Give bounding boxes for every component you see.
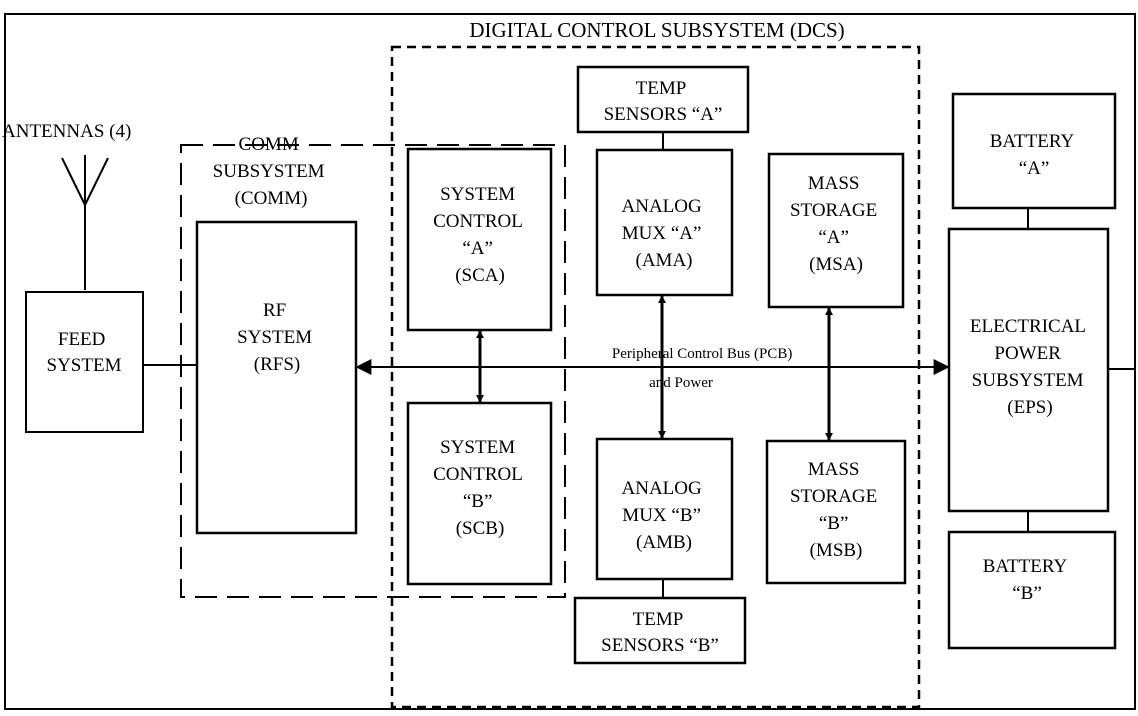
system-control-b-box	[406, 401, 553, 586]
mass-storage-b-label: MASS STORAGE “B” (MSB)	[790, 459, 882, 561]
rf-system-label: RF SYSTEM (RFS)	[237, 300, 317, 375]
battery-a-label: BATTERY “A”	[990, 131, 1079, 179]
dcs-title: DIGITAL CONTROL SUBSYSTEM (DCS)	[469, 18, 844, 42]
analog-mux-a-box	[595, 148, 734, 297]
temp-sensors-b-box	[573, 596, 747, 665]
rf-system-box	[195, 220, 358, 535]
system-control-a-box	[406, 147, 553, 332]
outer-frame	[4, 13, 1136, 710]
mass-storage-a-box	[767, 152, 905, 309]
antennas-label: ANTENNAS (4)	[2, 121, 131, 142]
temp-sensors-a-label: TEMP SENSORS “A”	[604, 78, 723, 125]
eps-box	[947, 227, 1110, 513]
system-control-b-label: SYSTEM CONTROL “B” (SCB)	[433, 437, 527, 539]
mass-storage-a-label: MASS STORAGE “A” (MSA)	[790, 173, 882, 275]
antenna-icon	[61, 155, 109, 290]
system-control-a-label: SYSTEM CONTROL “A” (SCA)	[433, 184, 527, 286]
analog-mux-b-box	[595, 437, 734, 581]
analog-mux-a-label: ANALOG MUX “A” (AMA)	[622, 196, 707, 271]
feed-system-box	[25, 291, 144, 433]
mass-storage-b-box	[765, 439, 907, 585]
temp-sensors-b-label: TEMP SENSORS “B”	[601, 609, 719, 656]
dcs-boundary	[390, 45, 921, 709]
battery-b-label: BATTERY “B”	[983, 556, 1072, 604]
battery-a-box	[951, 92, 1117, 210]
analog-mux-b-label: ANALOG MUX “B” (AMB)	[622, 478, 707, 553]
battery-b-box	[947, 530, 1117, 650]
feed-system-label: FEED SYSTEM	[47, 329, 122, 376]
bus-label: Peripheral Control Bus (PCB) and Power	[612, 346, 796, 391]
eps-label: ELECTRICAL POWER SUBSYSTEM (EPS)	[970, 316, 1090, 418]
comm-label: COMM SUBSYSTEM (COMM)	[213, 134, 330, 209]
